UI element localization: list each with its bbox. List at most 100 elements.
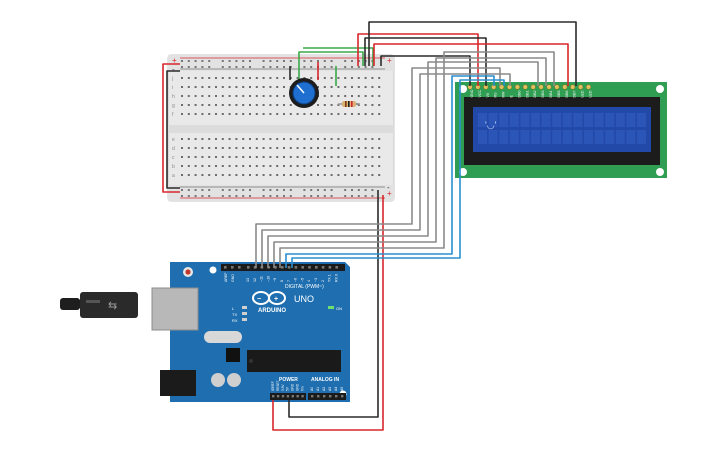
breadboard-hole[interactable] <box>235 95 238 97</box>
breadboard-hole[interactable] <box>269 95 272 97</box>
breadboard-hole[interactable] <box>323 95 326 97</box>
rail-hole[interactable] <box>269 195 272 197</box>
breadboard-hole[interactable] <box>201 77 204 79</box>
breadboard-hole[interactable] <box>228 86 231 88</box>
breadboard-hole[interactable] <box>364 156 367 158</box>
rail-hole[interactable] <box>249 189 251 191</box>
arduino-analog-pin[interactable] <box>317 395 320 398</box>
rail-hole[interactable] <box>351 60 353 62</box>
breadboard-hole[interactable] <box>357 86 360 88</box>
breadboard-hole[interactable] <box>255 156 258 158</box>
rail-hole[interactable] <box>208 189 211 191</box>
breadboard-hole[interactable] <box>181 77 183 79</box>
arduino-power-pin[interactable] <box>301 395 304 398</box>
breadboard-hole[interactable] <box>249 174 251 176</box>
breadboard-hole[interactable] <box>323 77 326 79</box>
breadboard-hole[interactable] <box>221 165 224 167</box>
breadboard-hole[interactable] <box>187 95 190 97</box>
breadboard-hole[interactable] <box>208 165 211 167</box>
rail-hole[interactable] <box>283 195 285 197</box>
arduino-power-pin[interactable] <box>286 395 290 398</box>
rail-hole[interactable] <box>351 66 353 68</box>
rail-hole[interactable] <box>235 189 238 191</box>
breadboard-hole[interactable] <box>317 156 319 158</box>
breadboard-hole[interactable] <box>317 104 319 106</box>
breadboard-hole[interactable] <box>235 86 238 88</box>
breadboard-hole[interactable] <box>201 104 204 106</box>
breadboard-hole[interactable] <box>330 86 333 88</box>
rail-hole[interactable] <box>330 195 333 197</box>
breadboard-hole[interactable] <box>208 138 211 140</box>
breadboard-hole[interactable] <box>337 156 340 158</box>
breadboard-hole[interactable] <box>323 113 326 115</box>
breadboard-hole[interactable] <box>317 147 319 149</box>
arduino-digital-pin[interactable] <box>281 266 284 269</box>
breadboard-hole[interactable] <box>208 95 211 97</box>
rail-hole[interactable] <box>344 60 347 62</box>
breadboard-hole[interactable] <box>283 95 285 97</box>
breadboard-hole[interactable] <box>194 77 197 79</box>
breadboard-hole[interactable] <box>310 165 313 167</box>
breadboard-hole[interactable] <box>262 138 265 140</box>
breadboard-hole[interactable] <box>378 77 381 79</box>
rail-hole[interactable] <box>371 195 374 197</box>
breadboard-hole[interactable] <box>228 165 231 167</box>
wire-gray-db6[interactable] <box>279 51 555 268</box>
rail-hole[interactable] <box>276 195 279 197</box>
breadboard-hole[interactable] <box>296 147 299 149</box>
breadboard-hole[interactable] <box>228 113 231 115</box>
rail-hole[interactable] <box>351 189 353 191</box>
rail-hole[interactable] <box>262 60 265 62</box>
breadboard-hole[interactable] <box>330 138 333 140</box>
rail-hole[interactable] <box>303 66 306 68</box>
breadboard-hole[interactable] <box>215 113 217 115</box>
breadboard-hole[interactable] <box>296 77 299 79</box>
rail-hole[interactable] <box>235 60 238 62</box>
breadboard-hole[interactable] <box>215 156 217 158</box>
breadboard-hole[interactable] <box>330 104 333 106</box>
breadboard-hole[interactable] <box>317 174 319 176</box>
breadboard-hole[interactable] <box>249 165 251 167</box>
breadboard-hole[interactable] <box>208 147 211 149</box>
rail-hole[interactable] <box>201 195 204 197</box>
breadboard-hole[interactable] <box>221 77 224 79</box>
rail-hole[interactable] <box>269 60 272 62</box>
breadboard-hole[interactable] <box>187 174 190 176</box>
breadboard-hole[interactable] <box>269 86 272 88</box>
breadboard-hole[interactable] <box>303 113 306 115</box>
breadboard-hole[interactable] <box>378 174 381 176</box>
breadboard-hole[interactable] <box>323 86 326 88</box>
breadboard-hole[interactable] <box>330 156 333 158</box>
breadboard-hole[interactable] <box>221 104 224 106</box>
breadboard-hole[interactable] <box>357 165 360 167</box>
breadboard-hole[interactable] <box>262 113 265 115</box>
breadboard-hole[interactable] <box>378 104 381 106</box>
potentiometer[interactable] <box>289 78 319 108</box>
breadboard-hole[interactable] <box>337 77 340 79</box>
arduino-digital-pin[interactable] <box>294 266 298 269</box>
breadboard-hole[interactable] <box>276 95 279 97</box>
breadboard-hole[interactable] <box>269 104 272 106</box>
rail-hole[interactable] <box>289 195 292 197</box>
lcd-pin[interactable] <box>514 84 520 90</box>
breadboard-hole[interactable] <box>283 104 285 106</box>
rail-hole[interactable] <box>181 195 183 197</box>
breadboard-hole[interactable] <box>249 86 251 88</box>
arduino-digital-pin[interactable] <box>253 266 257 269</box>
rail-hole[interactable] <box>228 195 231 197</box>
breadboard-hole[interactable] <box>310 138 313 140</box>
wire-black-rail-jumper[interactable] <box>166 70 180 189</box>
breadboard-hole[interactable] <box>242 95 245 97</box>
breadboard-hole[interactable] <box>249 104 251 106</box>
breadboard-hole[interactable] <box>344 95 347 97</box>
breadboard-hole[interactable] <box>194 95 197 97</box>
breadboard-hole[interactable] <box>181 156 183 158</box>
breadboard-hole[interactable] <box>235 138 238 140</box>
breadboard-hole[interactable] <box>181 147 183 149</box>
rail-hole[interactable] <box>242 195 245 197</box>
breadboard-hole[interactable] <box>201 174 204 176</box>
lcd-pin[interactable] <box>585 84 592 90</box>
breadboard-hole[interactable] <box>255 95 258 97</box>
breadboard-hole[interactable] <box>337 95 340 97</box>
breadboard-hole[interactable] <box>283 113 285 115</box>
